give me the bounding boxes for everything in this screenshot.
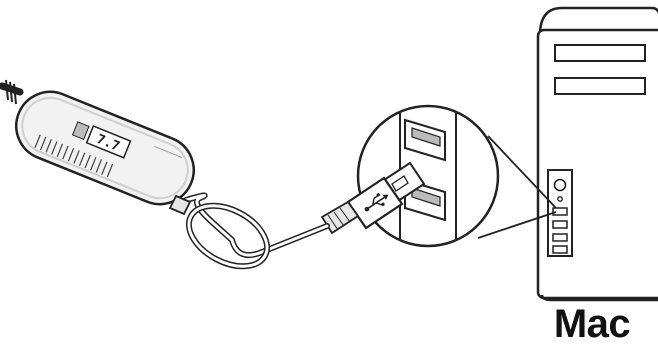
front-usb-port-4 xyxy=(552,245,568,254)
usb-cable xyxy=(183,192,330,270)
device-display xyxy=(85,125,132,159)
usb-logo-icon xyxy=(364,192,389,212)
drive-bay-top xyxy=(554,44,646,62)
indicator-light-icon xyxy=(557,196,563,202)
usb-port-upper xyxy=(404,118,446,162)
front-usb-port-1 xyxy=(552,207,568,216)
drive-bay-bottom xyxy=(554,77,646,95)
usb-plug xyxy=(320,161,426,235)
front-usb-port-3 xyxy=(552,233,568,242)
mac-tower xyxy=(536,6,658,302)
audio-device: 7.7 xyxy=(0,79,195,216)
zoom-callout-lines xyxy=(477,135,557,239)
power-button-icon xyxy=(553,178,567,192)
computer-label: Mac xyxy=(553,302,631,346)
grip-ridges xyxy=(34,134,114,178)
magnified-port-view xyxy=(356,104,500,248)
front-usb-port-2 xyxy=(552,220,568,229)
